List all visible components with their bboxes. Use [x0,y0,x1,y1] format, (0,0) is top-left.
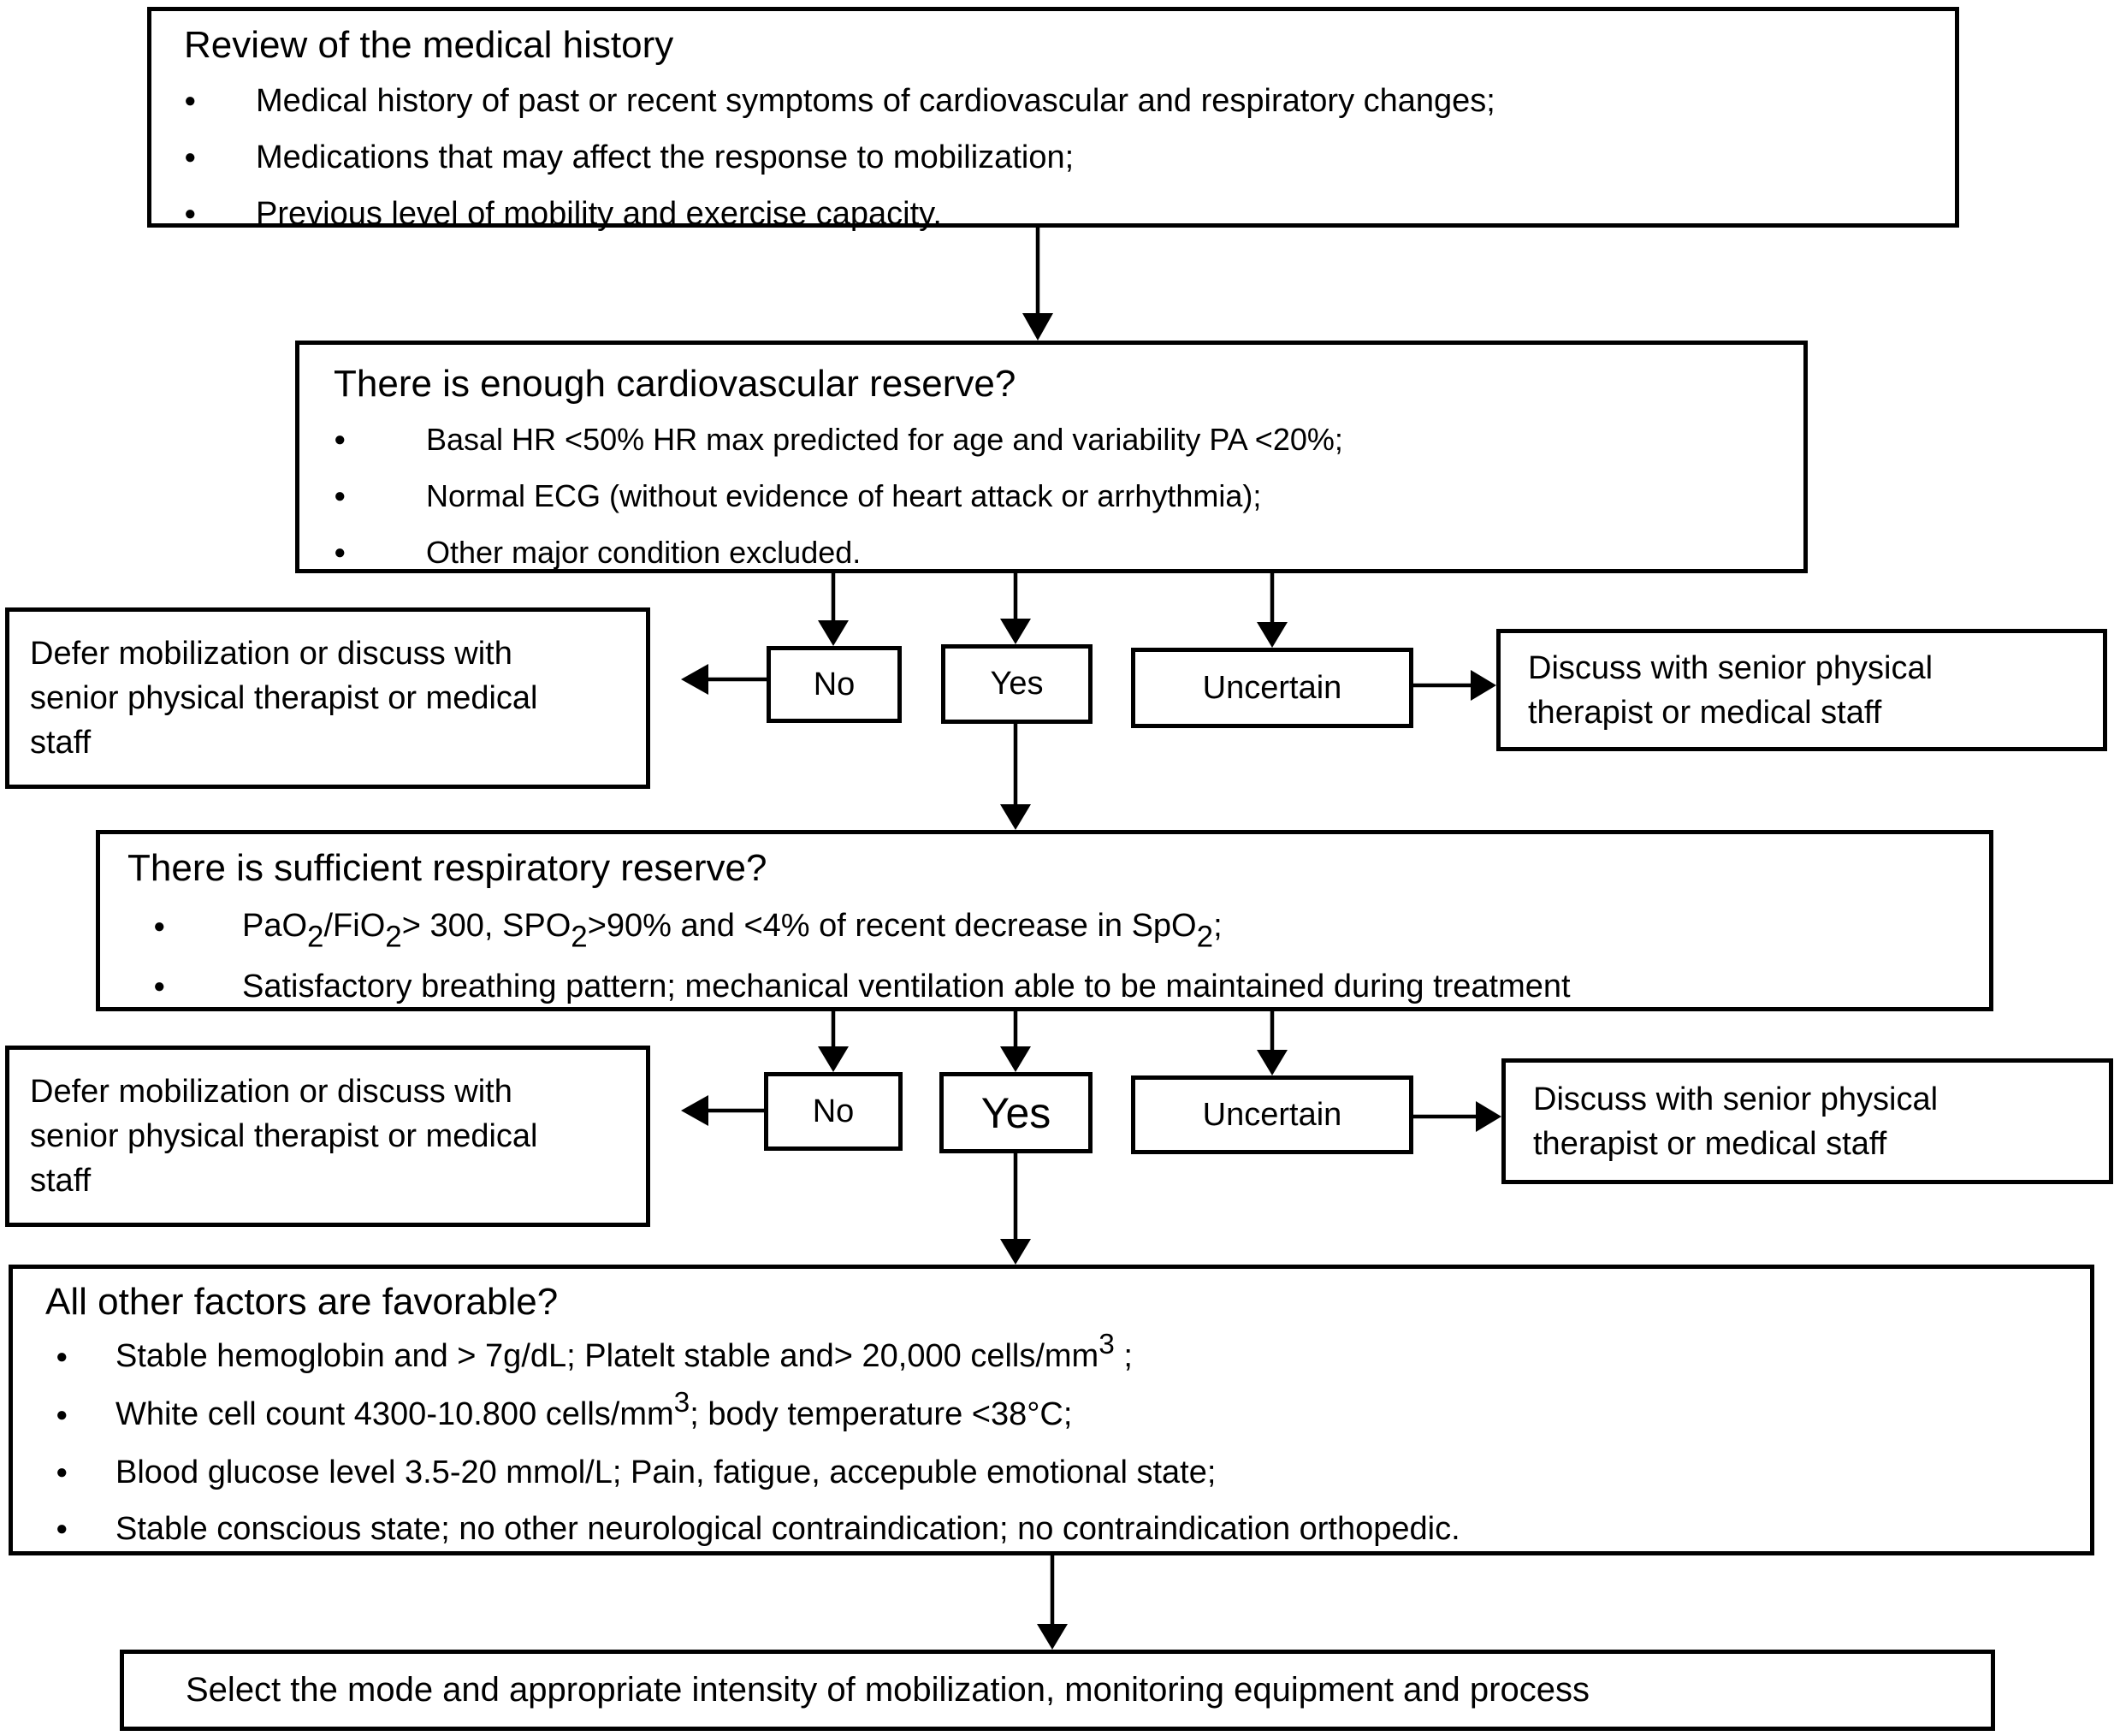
factors-bullet-4-text: Stable conscious state; no other neurolo… [115,1511,1460,1547]
arrow-uncertain2-to-discuss2 [1413,1101,1501,1132]
arrow-no1-to-defer1 [681,664,767,695]
arrow-cardio-to-uncertain1 [1257,573,1288,648]
discuss-senior-box-2: Discuss with senior physical therapist o… [1501,1058,2113,1184]
yes-box-1: Yes [941,644,1093,724]
uncertain-box-1: Uncertain [1131,648,1413,728]
discuss-senior-text-1: Discuss with senior physical therapist o… [1528,649,1933,731]
defer-mobilization-text-2: Defer mobilization or discuss with senio… [30,1074,538,1199]
respiratory-bullet-2: ● Satisfactory breathing pattern; mechan… [153,962,1972,1011]
respiratory-reserve-box: There is sufficient respiratory reserve?… [96,830,1993,1011]
defer-mobilization-box-1: Defer mobilization or discuss with senio… [5,607,650,789]
cardio-bullet-2-text: Normal ECG (without evidence of heart at… [426,478,1262,513]
review-bullet-1-text: Medical history of past or recent sympto… [256,83,1495,119]
arrow-respiratory-to-uncertain2 [1257,1011,1288,1075]
discuss-senior-box-1: Discuss with senior physical therapist o… [1496,629,2107,751]
bullet-dot-icon: ● [153,975,166,998]
bullet-dot-icon: ● [184,202,197,225]
no-box-2: No [764,1072,903,1151]
arrow-yes2-to-factors [1000,1153,1031,1265]
respiratory-reserve-title: There is sufficient respiratory reserve? [127,847,767,889]
cardiovascular-reserve-box: There is enough cardiovascular reserve? … [295,341,1808,573]
factors-bullet-1: ● Stable hemoglobin and > 7g/dL; Platelt… [56,1328,2073,1383]
factors-bullet-1-text: Stable hemoglobin and > 7g/dL; Platelt s… [115,1328,1133,1374]
bullet-dot-icon: ● [153,914,166,938]
respiratory-bullet-2-text: Satisfactory breathing pattern; mechanic… [242,969,1571,1004]
defer-mobilization-box-2: Defer mobilization or discuss with senio… [5,1046,650,1227]
bullet-dot-icon: ● [56,1517,68,1540]
arrow-review-to-cardio [1022,228,1053,341]
arrow-uncertain1-to-discuss1 [1413,670,1496,701]
cardio-bullet-3-text: Other major condition excluded. [426,535,862,570]
other-factors-box: All other factors are favorable? ● Stabl… [9,1265,2094,1555]
respiratory-bullet-1: ● PaO2/FiO2> 300, SPO2>90% and <4% of re… [153,901,1972,954]
bullet-dot-icon: ● [334,541,346,564]
select-mode-text: Select the mode and appropriate intensit… [186,1671,1590,1709]
arrow-cardio-to-no1 [818,573,849,646]
review-bullet-3: ● Previous level of mobility and exercis… [184,191,1938,237]
arrow-yes1-to-respiratory [1000,724,1031,830]
cardio-bullet-3: ● Other major condition excluded. [334,530,1786,576]
uncertain-box-2: Uncertain [1131,1075,1413,1154]
discuss-senior-text-2: Discuss with senior physical therapist o… [1533,1081,1939,1162]
review-bullet-2-text: Medications that may affect the response… [256,139,1075,175]
bullet-dot-icon: ● [56,1403,68,1426]
review-bullet-3-text: Previous level of mobility and exercise … [256,196,942,232]
arrow-no2-to-defer2 [681,1095,764,1126]
arrow-cardio-to-yes1 [1000,573,1031,644]
bullet-dot-icon: ● [56,1460,68,1484]
factors-bullet-2-text: White cell count 4300-10.800 cells/mm3; … [115,1386,1073,1432]
cardiovascular-reserve-title: There is enough cardiovascular reserve? [334,363,1016,405]
respiratory-bullet-1-text: PaO2/FiO2> 300, SPO2>90% and <4% of rece… [242,908,1223,954]
select-mode-box: Select the mode and appropriate intensit… [120,1650,1995,1731]
arrow-respiratory-to-yes2 [1000,1011,1031,1072]
factors-bullet-3: ● Blood glucose level 3.5-20 mmol/L; Pai… [56,1447,2073,1498]
other-factors-title: All other factors are favorable? [45,1281,559,1323]
review-box: Review of the medical history ● Medical … [147,7,1959,232]
bullet-dot-icon: ● [334,428,346,451]
yes-box-2: Yes [939,1072,1093,1153]
bullet-dot-icon: ● [184,145,197,169]
bullet-dot-icon: ● [334,484,346,507]
review-title: Review of the medical history [184,24,674,66]
review-bullet-2: ● Medications that may affect the respon… [184,134,1938,181]
factors-bullet-4: ● Stable conscious state; no other neuro… [56,1503,2073,1555]
bullet-dot-icon: ● [56,1345,68,1368]
cardio-bullet-2: ● Normal ECG (without evidence of heart … [334,473,1786,519]
no-box-1: No [767,646,902,723]
bullet-dot-icon: ● [184,89,197,112]
arrow-factors-to-select [1037,1555,1068,1650]
review-bullet-1: ● Medical history of past or recent symp… [184,78,1938,124]
cardio-bullet-1-text: Basal HR <50% HR max predicted for age a… [426,422,1343,457]
arrow-respiratory-to-no2 [818,1011,849,1072]
cardio-bullet-1: ● Basal HR <50% HR max predicted for age… [334,417,1786,463]
factors-bullet-2: ● White cell count 4300-10.800 cells/mm3… [56,1386,2073,1442]
defer-mobilization-text-1: Defer mobilization or discuss with senio… [30,636,538,761]
factors-bullet-3-text: Blood glucose level 3.5-20 mmol/L; Pain,… [115,1455,1217,1490]
